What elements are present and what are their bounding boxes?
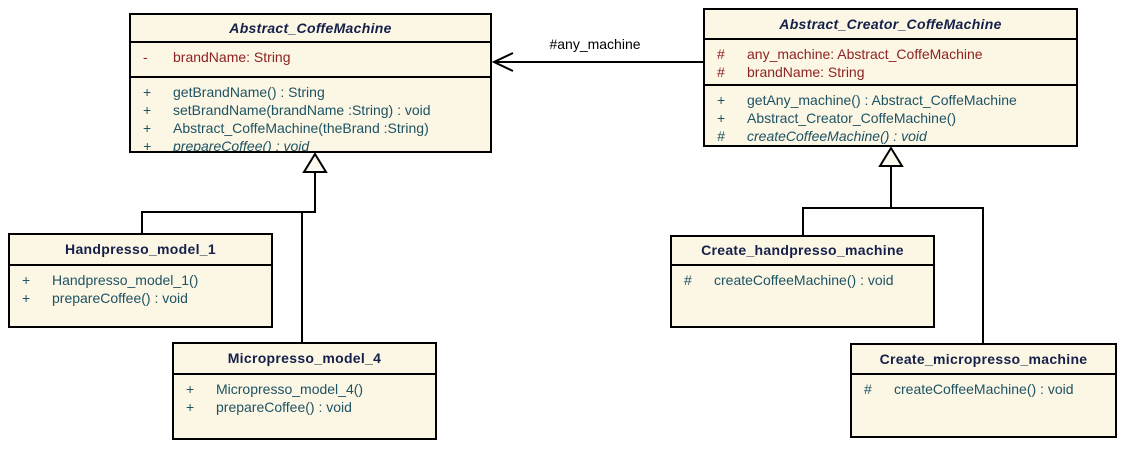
visibility-marker: + (143, 137, 152, 151)
visibility-marker: # (717, 64, 725, 80)
method-text: prepareCoffee() : void (52, 290, 188, 306)
attributes-compartment: - brandName: String (131, 43, 490, 76)
class-box-create-micropresso-machine[interactable]: Create_micropresso_machine # createCoffe… (850, 343, 1117, 438)
visibility-marker: # (717, 127, 725, 144)
visibility-marker: + (22, 290, 31, 306)
class-box-abstract-creator-coffemachine[interactable]: Abstract_Creator_CoffeMachine # any_mach… (703, 8, 1078, 147)
method-row: + setBrandName(brandName :String) : void (139, 101, 482, 119)
method-row: + prepareCoffee() : void (18, 289, 263, 307)
association-label: #any_machine (549, 36, 641, 52)
hollow-triangle-icon (878, 146, 904, 167)
open-arrowhead-icon (491, 52, 514, 72)
method-text: createCoffeeMachine() : void (714, 272, 894, 288)
methods-compartment: + getBrandName() : String + setBrandName… (131, 75, 490, 151)
class-title: Abstract_Creator_CoffeMachine (705, 10, 1076, 40)
abstract-method-row: + prepareCoffee() : void (139, 137, 482, 151)
visibility-marker: + (717, 109, 726, 126)
class-title: Create_micropresso_machine (852, 345, 1115, 375)
method-text: getAny_machine() : Abstract_CoffeMachine (747, 91, 1017, 108)
class-box-micropresso-model-4[interactable]: Micropresso_model_4 + Micropresso_model_… (172, 342, 437, 440)
visibility-marker: # (684, 272, 692, 288)
attribute-text: brandName: String (173, 49, 291, 65)
visibility-marker: + (143, 101, 152, 118)
attribute-row: # any_machine: Abstract_CoffeMachine (713, 45, 1068, 63)
class-title: Abstract_CoffeMachine (131, 15, 490, 43)
association-any-machine-arrow (491, 52, 703, 72)
method-text: createCoffeeMachine() : void (747, 127, 927, 144)
hollow-triangle-icon (302, 152, 328, 173)
visibility-marker: + (22, 272, 31, 288)
attributes-compartment: # any_machine: Abstract_CoffeMachine # b… (705, 40, 1076, 84)
method-text: setBrandName(brandName :String) : void (173, 101, 431, 118)
visibility-marker: + (143, 83, 152, 100)
method-text: createCoffeeMachine() : void (894, 381, 1074, 397)
method-row: + Micropresso_model_4() (182, 380, 427, 398)
attribute-row: # brandName: String (713, 63, 1068, 81)
methods-compartment: + Micropresso_model_4() + prepareCoffee(… (174, 375, 435, 438)
methods-compartment: # createCoffeeMachine() : void (852, 375, 1115, 436)
method-text: prepareCoffee() : void (216, 399, 352, 415)
attribute-row: - brandName: String (139, 48, 482, 66)
method-text: Micropresso_model_4() (216, 381, 364, 397)
method-row: + Handpresso_model_1() (18, 271, 263, 289)
methods-compartment: + Handpresso_model_1() + prepareCoffee()… (10, 266, 271, 326)
abstract-method-row: # createCoffeeMachine() : void (713, 127, 1068, 145)
attribute-text: brandName: String (747, 64, 865, 80)
visibility-marker: + (186, 399, 195, 415)
visibility-marker: # (717, 46, 725, 62)
visibility-marker: - (143, 49, 148, 65)
method-text: Abstract_Creator_CoffeMachine() (747, 109, 957, 126)
visibility-marker: + (186, 381, 195, 397)
class-title: Micropresso_model_4 (174, 344, 435, 375)
visibility-marker: # (864, 381, 872, 397)
visibility-marker: + (717, 91, 726, 108)
method-text: prepareCoffee() : void (173, 137, 310, 151)
generalization-left-connector (141, 152, 328, 342)
class-box-abstract-coffemachine[interactable]: Abstract_CoffeMachine - brandName: Strin… (129, 13, 492, 153)
generalization-right-connector (802, 146, 984, 343)
class-title: Handpresso_model_1 (10, 235, 271, 266)
method-row: # createCoffeeMachine() : void (860, 380, 1107, 398)
method-row: + getBrandName() : String (139, 83, 482, 101)
method-row: + Abstract_Creator_CoffeMachine() (713, 109, 1068, 127)
method-text: Abstract_CoffeMachine(theBrand :String) (173, 119, 429, 136)
class-title: Create_handpresso_machine (672, 237, 933, 266)
attribute-text: any_machine: Abstract_CoffeMachine (747, 46, 983, 62)
method-row: + Abstract_CoffeMachine(theBrand :String… (139, 119, 482, 137)
method-text: Handpresso_model_1() (52, 272, 199, 288)
method-text: getBrandName() : String (173, 83, 325, 100)
method-row: + getAny_machine() : Abstract_CoffeMachi… (713, 91, 1068, 109)
class-box-create-handpresso-machine[interactable]: Create_handpresso_machine # createCoffee… (670, 235, 935, 328)
visibility-marker: + (143, 119, 152, 136)
method-row: # createCoffeeMachine() : void (680, 271, 925, 289)
methods-compartment: + getAny_machine() : Abstract_CoffeMachi… (705, 83, 1076, 145)
methods-compartment: # createCoffeeMachine() : void (672, 266, 933, 326)
method-row: + prepareCoffee() : void (182, 398, 427, 416)
class-box-handpresso-model-1[interactable]: Handpresso_model_1 + Handpresso_model_1(… (8, 233, 273, 328)
